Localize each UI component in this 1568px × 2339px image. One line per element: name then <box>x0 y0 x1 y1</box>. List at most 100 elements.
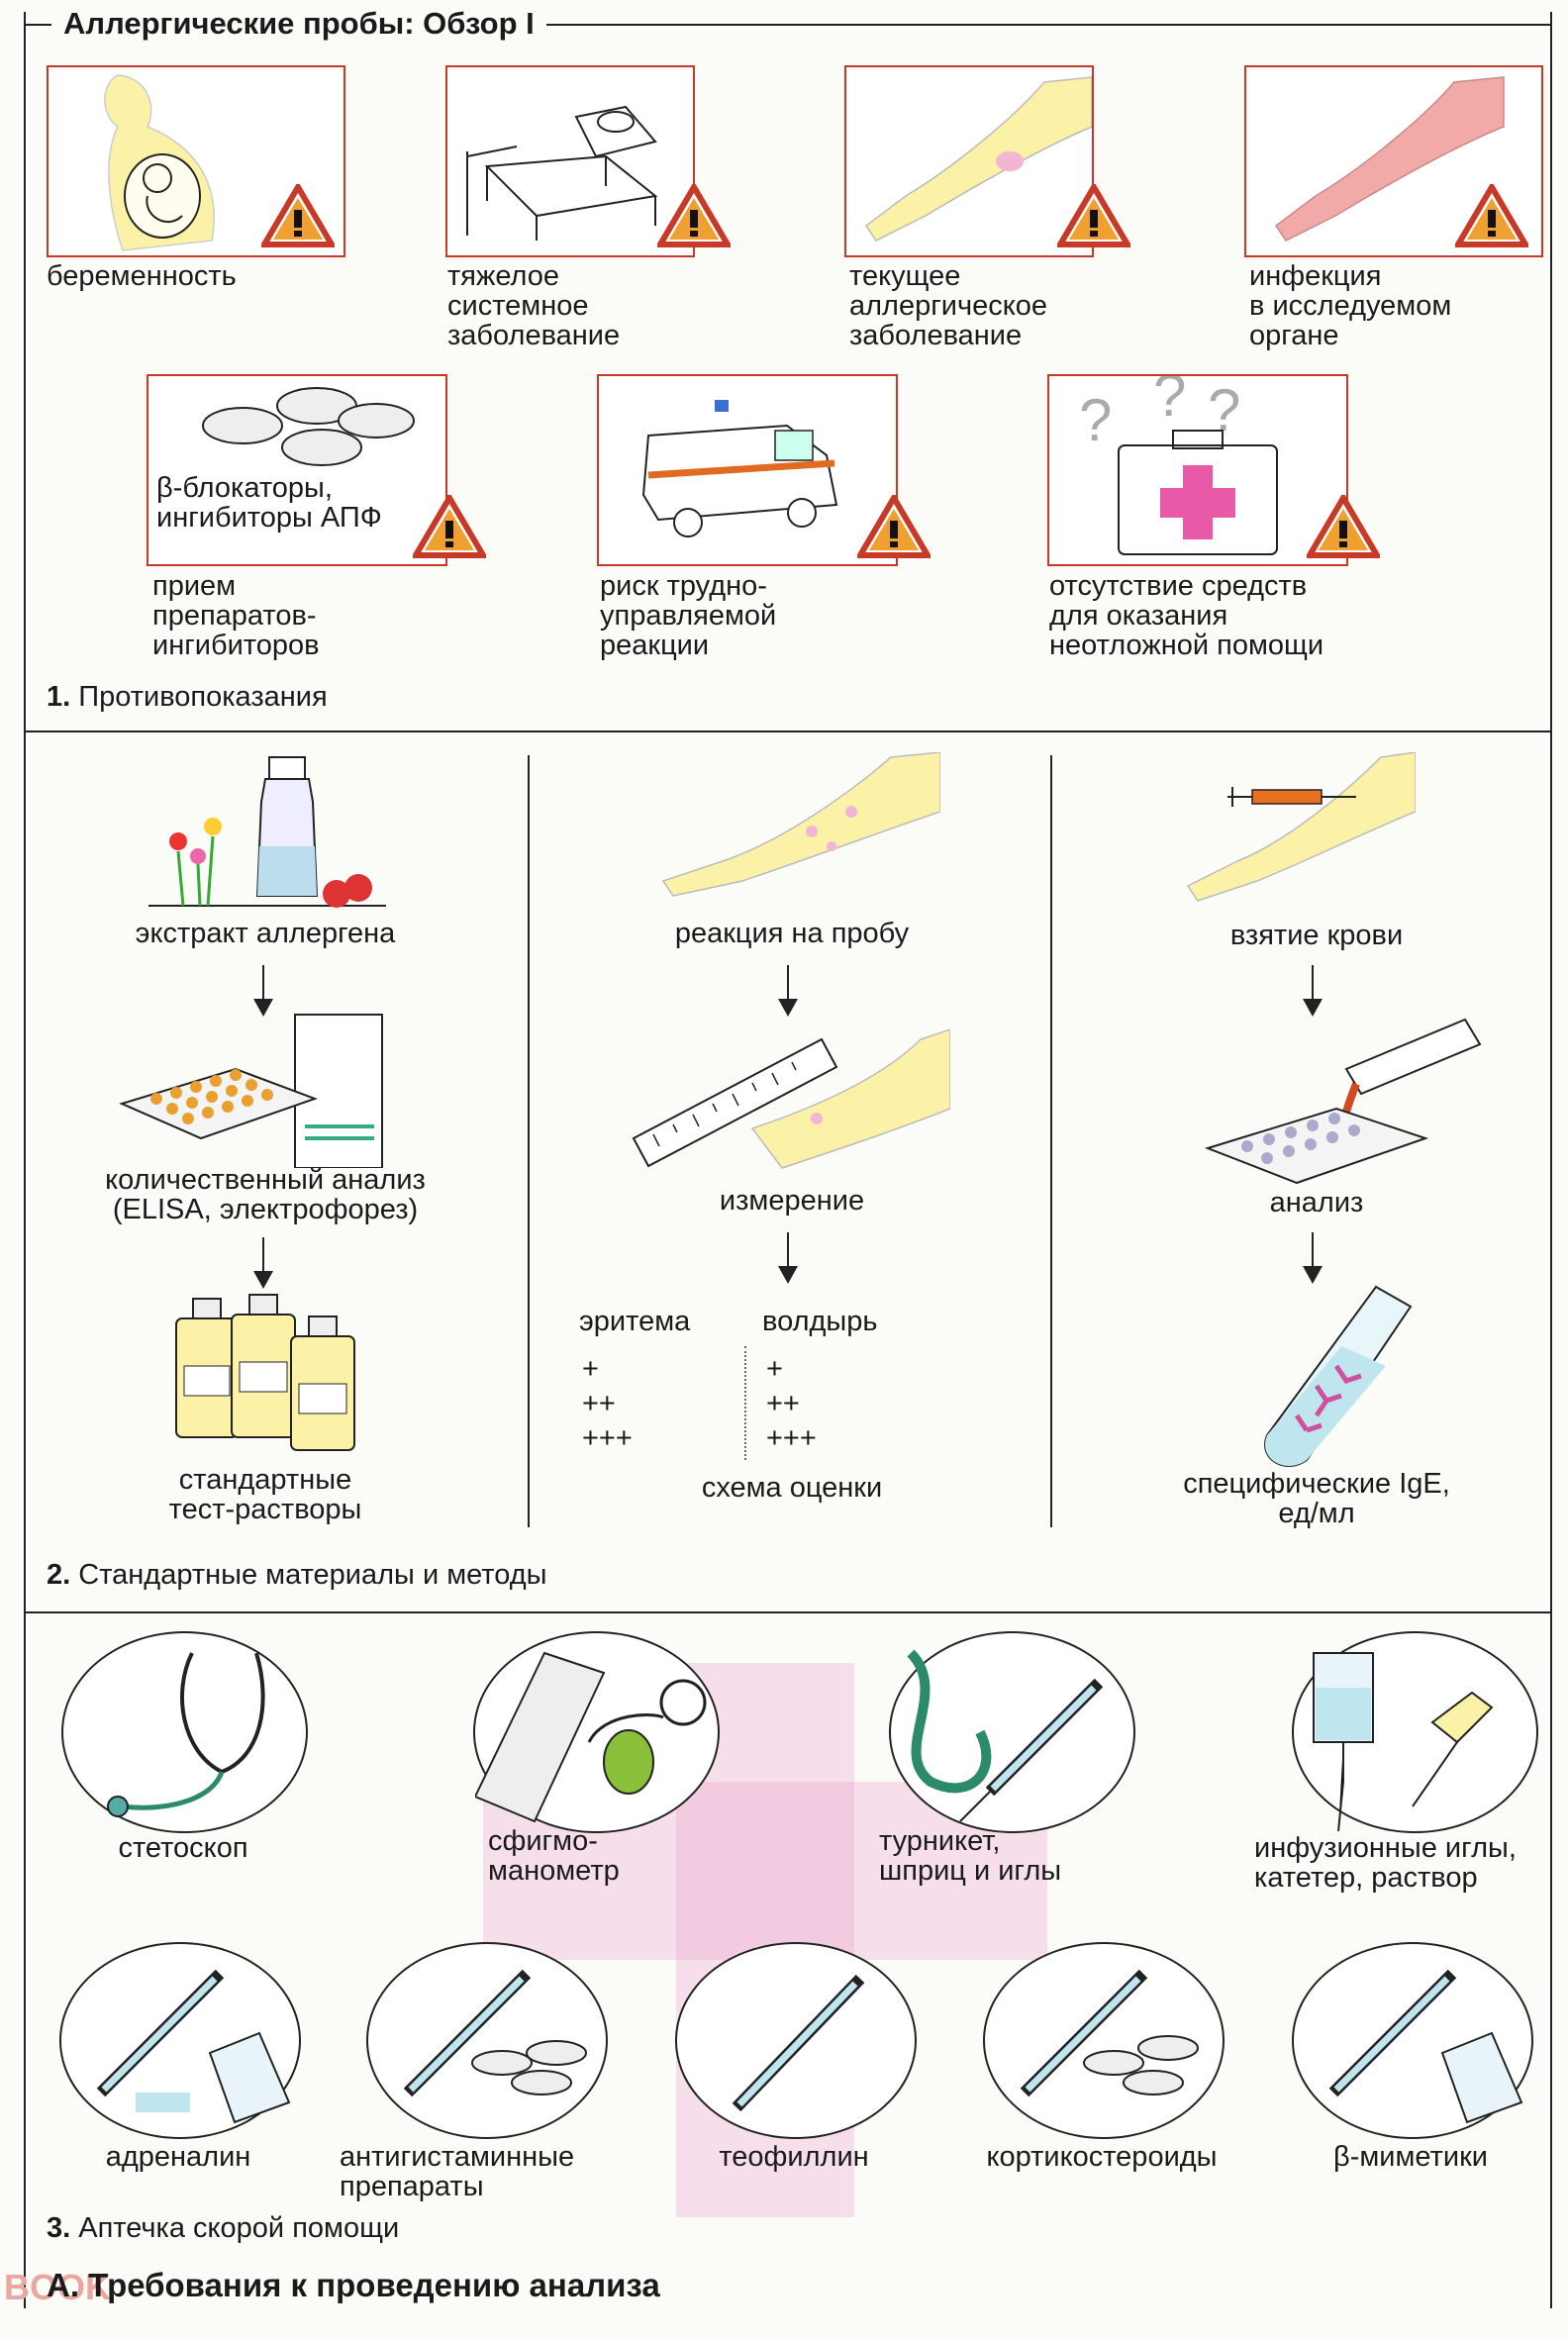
kit-label: теофиллин <box>719 2141 869 2173</box>
kit-label: сфигмо- манометр <box>488 1825 620 1887</box>
sphygmomanometer-icon <box>473 1651 707 1823</box>
erythema-header: эритема <box>579 1306 691 1337</box>
kit-circle <box>983 1942 1225 2139</box>
pills-icon <box>202 387 415 466</box>
ige-tube-icon <box>1264 1285 1413 1467</box>
wheal-grade-3: +++ <box>766 1422 817 1454</box>
warning-icon <box>1455 184 1528 247</box>
contra-systemic-box <box>445 65 695 257</box>
flow-arrow <box>778 1232 798 1284</box>
tourniquet-syringe-icon <box>907 1649 1104 1822</box>
ruler-measurement-icon <box>632 1028 950 1169</box>
col2-step1: реакция на пробу <box>674 918 910 949</box>
header-rule <box>24 24 1550 26</box>
warning-icon <box>657 184 731 247</box>
first-aid-kit-icon: ? ? ? <box>1079 362 1278 555</box>
col3-step2: анализ <box>1269 1187 1364 1218</box>
flow-arrow <box>1303 1232 1323 1284</box>
adrenaline-syringe-icon <box>96 1969 291 2124</box>
warning-icon <box>1307 495 1380 558</box>
kit-circle <box>366 1942 608 2139</box>
contra-label: беременность <box>47 260 237 292</box>
erythema-grade-1: + <box>582 1353 599 1385</box>
kit-label: адреналин <box>105 2141 251 2173</box>
col1-step3: стандартные тест-растворы <box>168 1464 362 1525</box>
column-divider <box>1050 755 1052 1527</box>
kit-circle <box>1292 1942 1533 2139</box>
stethoscope-icon <box>107 1652 265 1817</box>
col2-scheme: схема оценки <box>701 1472 883 1504</box>
skin-reaction-arm-icon <box>661 752 940 897</box>
antihistamine-syringe-icon <box>403 1969 587 2097</box>
infusion-kit-icon <box>1313 1652 1494 1832</box>
kit-label: антигистаминные препараты <box>340 2141 575 2202</box>
section3-title: 3. Аптечка скорой помощи <box>47 2212 400 2244</box>
kit-circle <box>59 1942 301 2139</box>
col3-step1: взятие крови <box>1229 920 1404 951</box>
svg-text:?: ? <box>1208 377 1240 443</box>
erythema-grade-3: +++ <box>582 1422 633 1454</box>
ambulance-icon <box>641 400 838 537</box>
wheal-grade-1: + <box>766 1353 783 1385</box>
warning-icon <box>1057 184 1130 247</box>
kit-label: β-миметики <box>1333 2141 1488 2173</box>
warning-icon <box>857 495 931 558</box>
contra-no-emergency-box: ? ? ? <box>1047 362 1348 566</box>
contra-risk-box <box>597 374 898 566</box>
contra-label: отсутствие средств для оказания неотложн… <box>1049 570 1324 661</box>
contra-current-allergy-box <box>844 65 1094 257</box>
theophylline-syringe-icon <box>732 1974 865 2112</box>
contra-label: текущее аллергическое заболевание <box>849 260 1048 351</box>
col1-step1: экстракт аллергена <box>135 918 396 949</box>
beta-mimetic-syringe-icon <box>1328 1969 1523 2124</box>
kit-circle <box>1292 1631 1538 1833</box>
scale-divider <box>744 1346 746 1460</box>
blood-analysis-plate-icon <box>1204 1018 1482 1185</box>
wheal-header: волдырь <box>762 1306 878 1337</box>
figure-caption: A. Требования к проведению анализа <box>47 2267 660 2303</box>
kit-label: турникет, шприц и иглы <box>879 1825 1062 1887</box>
elisa-plate-icon <box>119 1014 383 1168</box>
flow-arrow <box>253 965 273 1017</box>
section-divider <box>24 731 1550 732</box>
kit-circle <box>473 1631 720 1833</box>
svg-text:?: ? <box>1153 376 1186 429</box>
kit-circle <box>61 1631 308 1833</box>
bed-icon <box>466 105 658 241</box>
page-frame <box>24 12 1552 2308</box>
warning-icon <box>261 184 335 247</box>
section-divider <box>24 1611 1550 1613</box>
drugs-inner-label: β-блокаторы, ингибиторы АПФ <box>156 472 382 534</box>
kit-label: кортикостероиды <box>986 2141 1218 2173</box>
contra-infection-box <box>1244 65 1543 257</box>
kit-label: инфузионные иглы, катетер, раствор <box>1254 1832 1517 1894</box>
section1-title: 1. Противопоказания <box>47 681 328 713</box>
corticosteroid-syringe-icon <box>1020 1969 1199 2097</box>
wheal-grade-2: ++ <box>766 1388 800 1419</box>
col3-step3: специфические IgE, ед/мл <box>1183 1468 1450 1529</box>
col2-step2: измерение <box>719 1185 865 1217</box>
contra-label: тяжелое системное заболевание <box>447 260 621 351</box>
flow-arrow <box>1303 965 1323 1017</box>
kit-circle <box>675 1942 917 2139</box>
flow-arrow <box>253 1237 273 1289</box>
flow-arrow <box>778 965 798 1017</box>
contra-drugs-box: β-блокаторы, ингибиторы АПФ <box>147 374 447 566</box>
arm-rash-icon <box>864 76 1093 242</box>
watermark: BOOK <box>4 2267 111 2307</box>
blood-draw-icon <box>1186 752 1416 902</box>
page-title: Аллергические пробы: Обзор I <box>51 6 546 42</box>
test-solutions-icon <box>175 1294 355 1451</box>
erythema-grade-2: ++ <box>582 1388 616 1419</box>
col1-step2: количественный анализ (ELISA, электрофор… <box>105 1164 426 1225</box>
arm-infection-icon <box>1274 76 1505 242</box>
allergen-extract-icon <box>148 756 386 908</box>
section2-title: 2. Стандартные материалы и методы <box>47 1559 547 1591</box>
contra-label: риск трудно- управляемой реакции <box>600 570 777 661</box>
contra-label: прием препаратов- ингибиторов <box>152 570 320 661</box>
pregnancy-icon <box>104 74 215 251</box>
svg-text:?: ? <box>1079 387 1112 453</box>
kit-label: стетоскоп <box>118 1832 248 1864</box>
column-divider <box>528 755 530 1527</box>
contra-label: инфекция в исследуемом органе <box>1249 260 1452 351</box>
